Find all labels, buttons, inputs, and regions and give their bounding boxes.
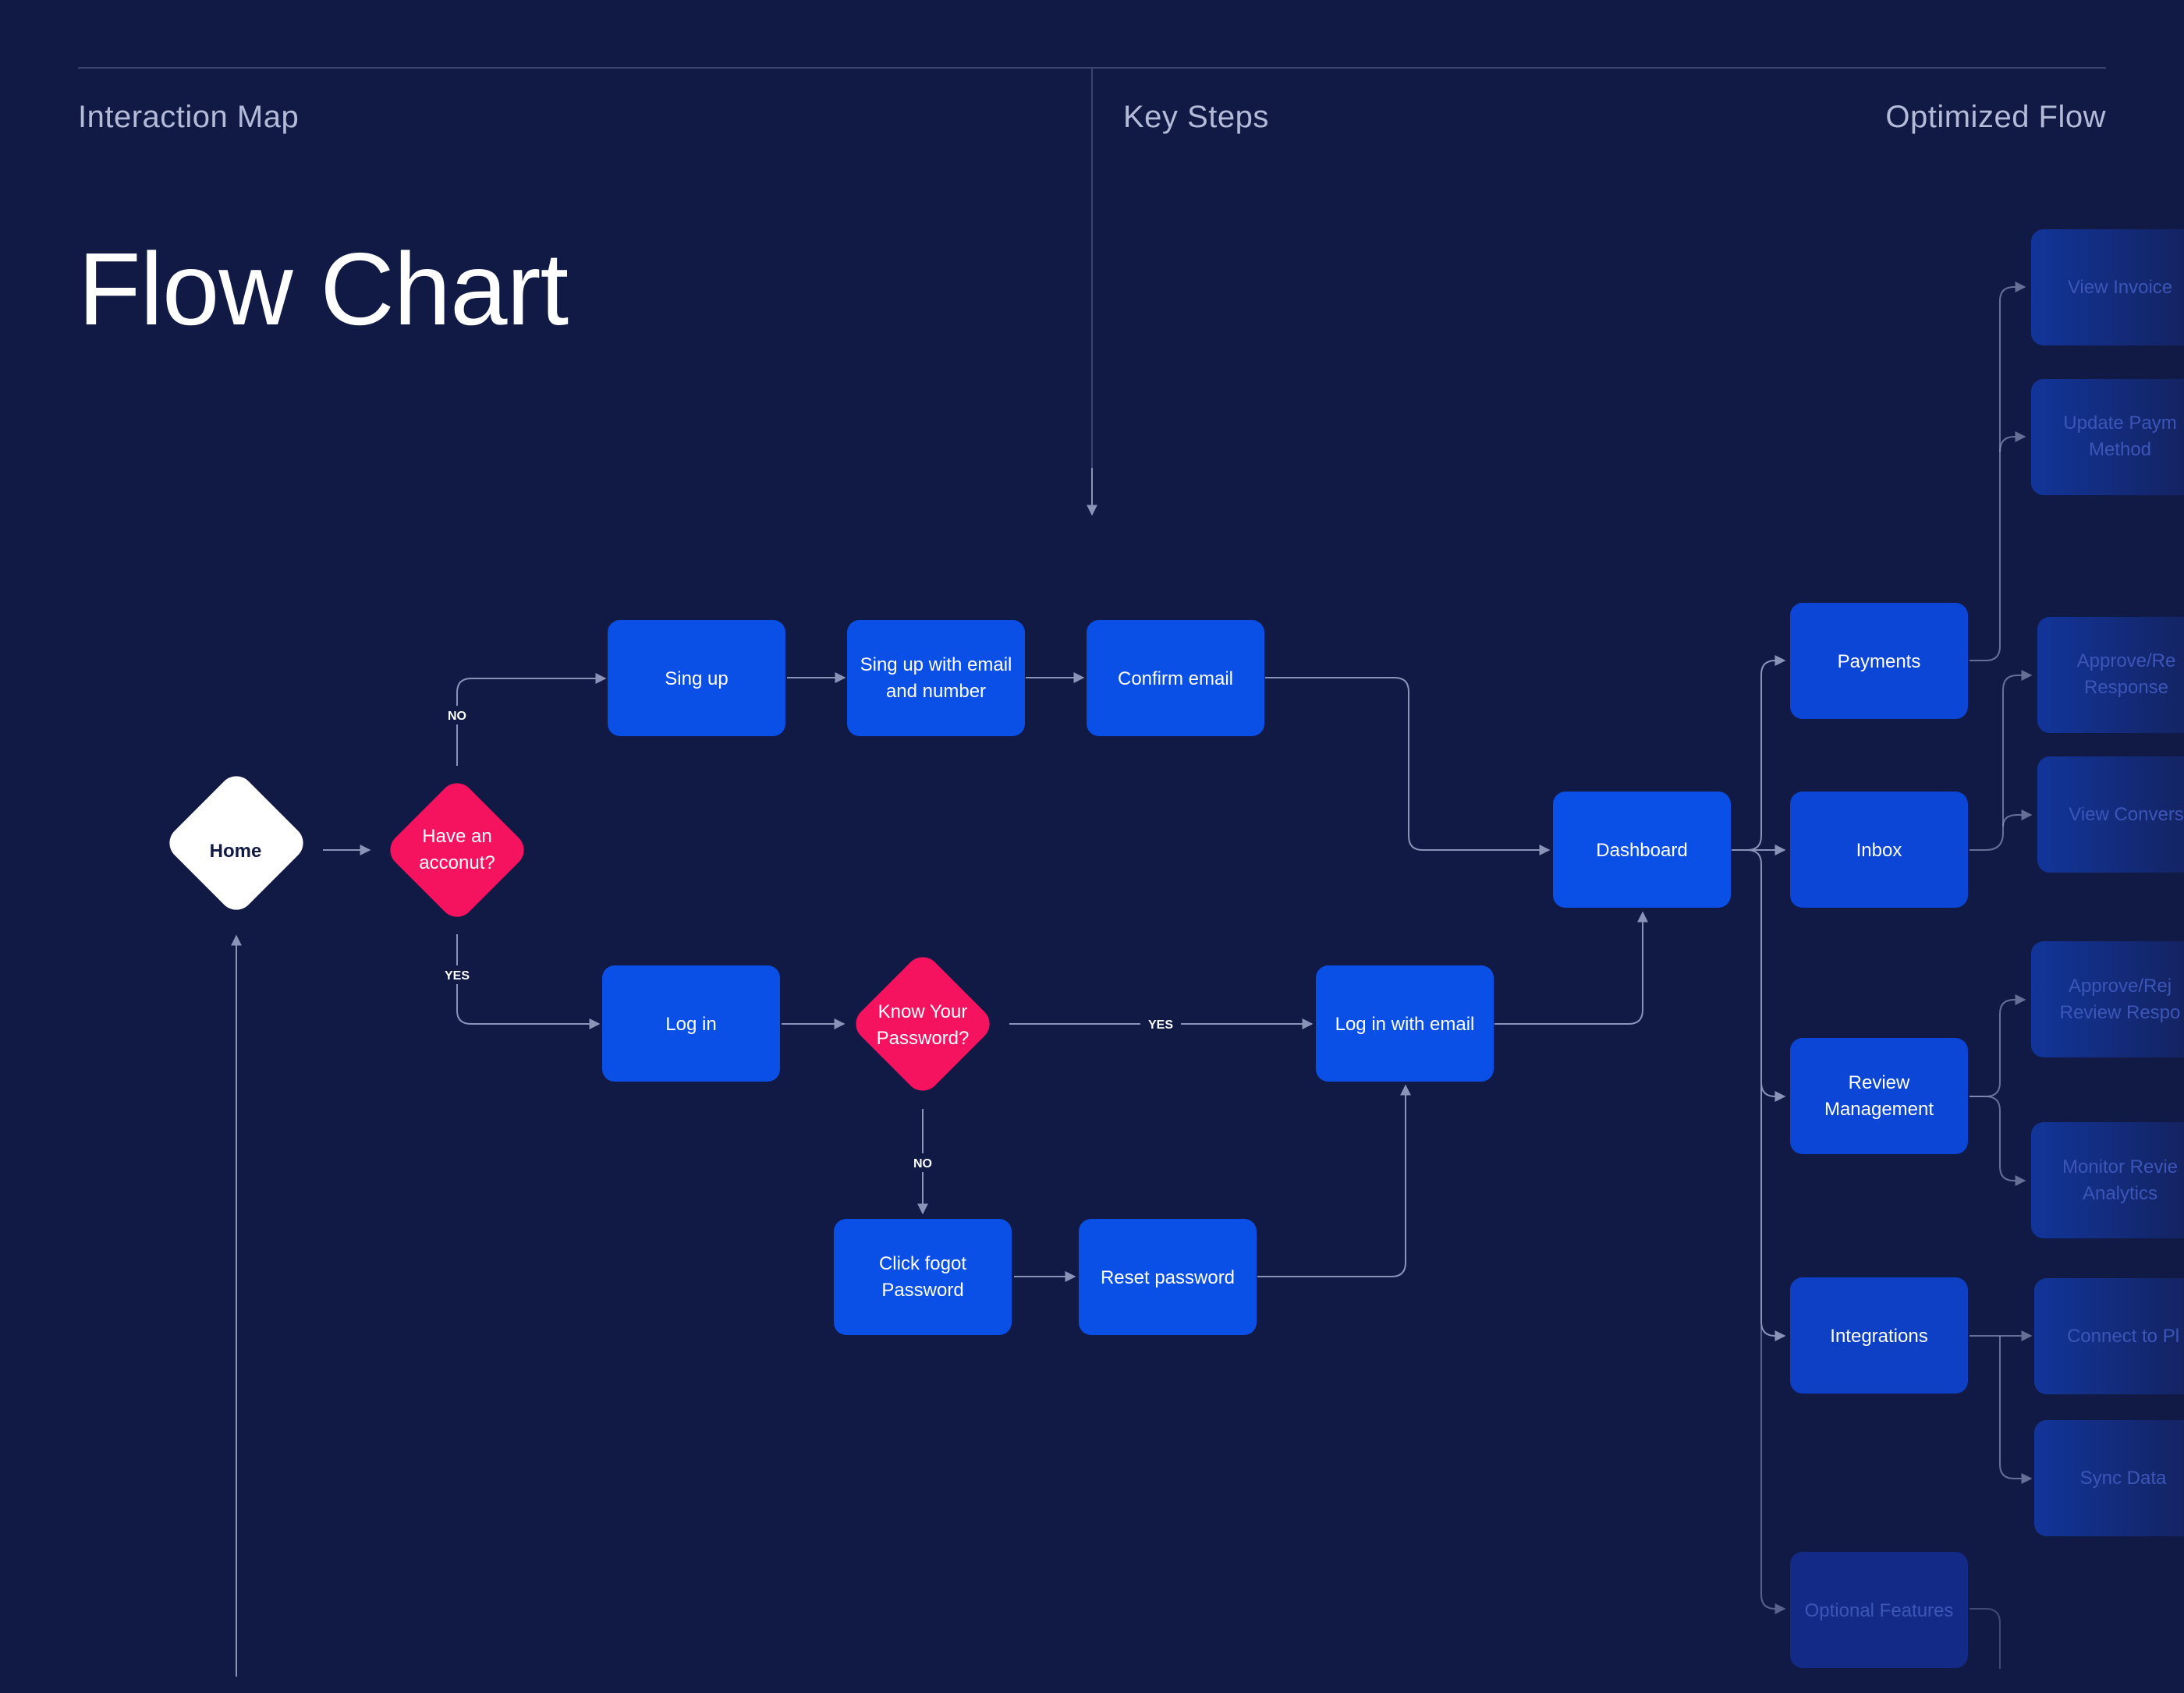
node-reset-password[interactable]: Reset password bbox=[1079, 1219, 1257, 1335]
key-steps-heading: Key Steps bbox=[1123, 100, 1269, 134]
node-have-account[interactable]: Have an acconut? bbox=[383, 776, 531, 924]
node-dashboard-label: Dashboard bbox=[1596, 840, 1687, 861]
node-know-password-label-1: Know Your bbox=[878, 1001, 968, 1022]
node-connect-to[interactable]: Connect to Pl bbox=[2034, 1278, 2184, 1394]
node-payments[interactable]: Payments bbox=[1790, 603, 1968, 719]
node-reset-password-label: Reset password bbox=[1101, 1267, 1235, 1288]
optimized-flow-heading: Optimized Flow bbox=[1885, 100, 2106, 134]
node-log-in-email-label: Log in with email bbox=[1335, 1014, 1475, 1035]
node-approve-review[interactable]: Approve/Rej Review Respo bbox=[2031, 941, 2184, 1057]
node-monitor-review-label-2: Analytics bbox=[2083, 1183, 2157, 1204]
node-sign-up-label: Sing up bbox=[665, 668, 728, 689]
node-view-conversations-label: View Convers bbox=[2069, 804, 2184, 825]
node-log-in[interactable]: Log in bbox=[602, 965, 780, 1082]
node-have-account-label-2: acconut? bbox=[419, 852, 495, 873]
node-sync-data-label: Sync Data bbox=[2080, 1468, 2167, 1489]
connectors bbox=[231, 282, 2033, 1677]
column-divider bbox=[1091, 67, 1093, 512]
node-dashboard[interactable]: Dashboard bbox=[1553, 792, 1731, 908]
node-home[interactable]: Home bbox=[162, 769, 310, 917]
node-view-invoices-label: View Invoice bbox=[2068, 277, 2172, 298]
node-review-management-label-1: Review bbox=[1849, 1072, 1910, 1093]
node-sync-data[interactable]: Sync Data bbox=[2034, 1420, 2184, 1536]
node-update-payment[interactable]: Update Paym Method bbox=[2031, 379, 2184, 495]
node-sign-up-email[interactable]: Sing up with email and number bbox=[847, 620, 1025, 736]
edge-label-yes-1: YES bbox=[445, 969, 470, 983]
node-approve-responses[interactable]: Approve/Re Response bbox=[2037, 617, 2184, 733]
node-approve-responses-label-1: Approve/Re bbox=[2077, 650, 2176, 671]
node-sign-up-email-label-2: and number bbox=[886, 681, 986, 702]
node-update-payment-label-2: Method bbox=[2089, 439, 2151, 460]
node-integrations[interactable]: Integrations bbox=[1790, 1277, 1968, 1394]
edge-label-yes-2: YES bbox=[1148, 1018, 1173, 1032]
edge-label-no-2: NO bbox=[913, 1157, 932, 1171]
node-log-in-label: Log in bbox=[665, 1014, 716, 1035]
node-have-account-label-1: Have an bbox=[422, 826, 491, 847]
node-update-payment-label-1: Update Paym bbox=[2063, 413, 2176, 434]
node-approve-responses-label-2: Response bbox=[2084, 677, 2168, 698]
edge-label-no-1: NO bbox=[448, 710, 466, 723]
node-click-forgot-label-1: Click fogot bbox=[879, 1253, 966, 1274]
node-connect-to-label: Connect to Pl bbox=[2067, 1326, 2179, 1347]
node-approve-review-label-2: Review Respo bbox=[2060, 1002, 2181, 1023]
node-know-password[interactable]: Know Your Password? bbox=[849, 950, 997, 1098]
node-sign-up-email-label-1: Sing up with email bbox=[860, 654, 1012, 675]
node-payments-label: Payments bbox=[1838, 651, 1921, 672]
node-approve-review-label-1: Approve/Rej bbox=[2069, 976, 2172, 997]
node-confirm-email-label: Confirm email bbox=[1118, 668, 1233, 689]
node-sign-up[interactable]: Sing up bbox=[608, 620, 785, 736]
node-view-conversations[interactable]: View Convers bbox=[2037, 756, 2184, 873]
node-integrations-label: Integrations bbox=[1830, 1326, 1927, 1347]
node-home-label: Home bbox=[210, 841, 262, 862]
node-view-invoices[interactable]: View Invoice bbox=[2031, 229, 2184, 345]
node-monitor-review-label-1: Monitor Revie bbox=[2062, 1156, 2178, 1178]
node-inbox[interactable]: Inbox bbox=[1790, 792, 1968, 908]
node-review-management-label-2: Management bbox=[1824, 1099, 1934, 1120]
node-log-in-email[interactable]: Log in with email bbox=[1316, 965, 1494, 1082]
node-confirm-email[interactable]: Confirm email bbox=[1087, 620, 1264, 736]
node-optional-features-label: Optional Features bbox=[1805, 1600, 1954, 1621]
node-click-forgot-label-2: Password bbox=[881, 1280, 963, 1301]
edge-labels: NO YES YES NO bbox=[437, 706, 1181, 1172]
node-inbox-label: Inbox bbox=[1856, 840, 1902, 861]
interaction-map-heading: Interaction Map bbox=[78, 100, 300, 134]
page-title: Flow Chart bbox=[78, 232, 569, 346]
node-optional-features[interactable]: Optional Features bbox=[1790, 1552, 1968, 1668]
node-know-password-label-2: Password? bbox=[877, 1028, 970, 1049]
node-review-management[interactable]: Review Management bbox=[1790, 1038, 1968, 1154]
node-monitor-review[interactable]: Monitor Revie Analytics bbox=[2031, 1122, 2184, 1238]
node-click-forgot[interactable]: Click fogot Password bbox=[834, 1219, 1012, 1335]
